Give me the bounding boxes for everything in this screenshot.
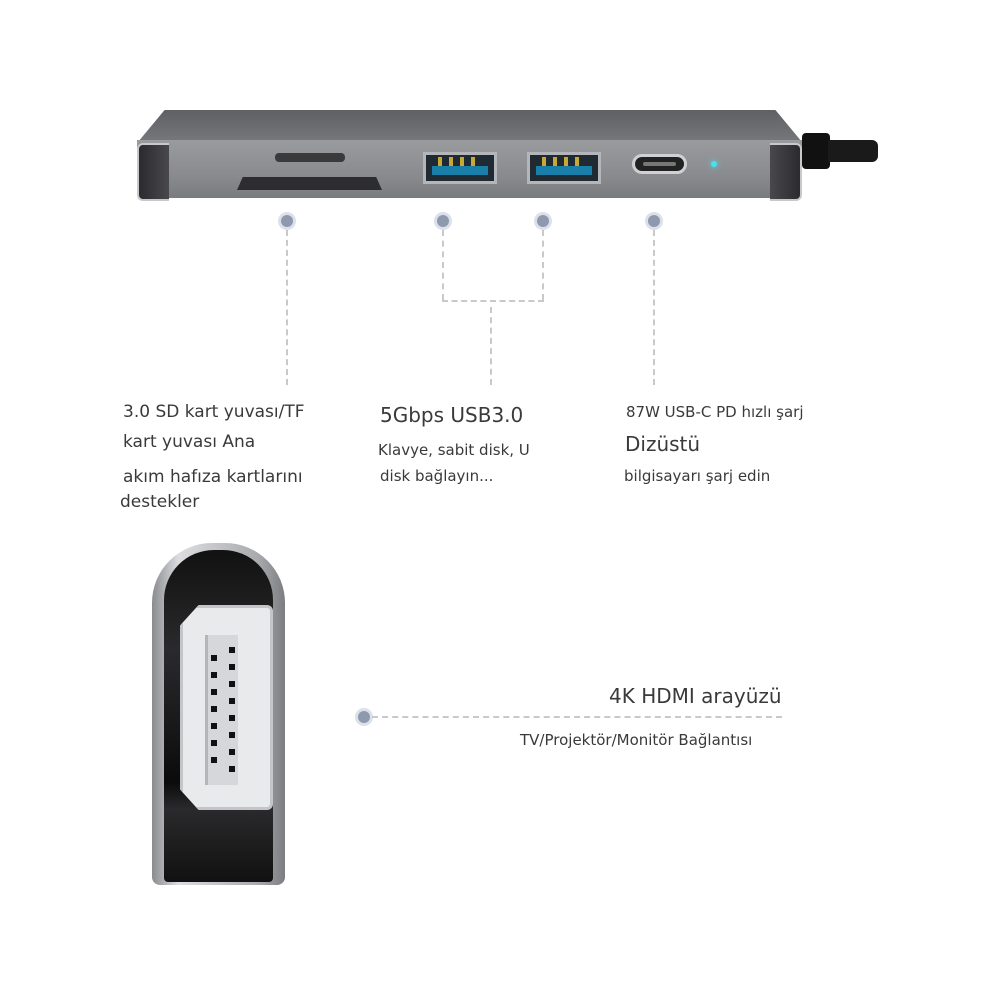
hdmi-pin xyxy=(229,732,235,738)
power-led-icon xyxy=(711,161,717,167)
pd-connector-line xyxy=(653,230,655,385)
cable-boot xyxy=(802,133,830,169)
hub-left-cap xyxy=(137,143,169,201)
card-connector-line xyxy=(286,230,288,385)
sd-card-slot xyxy=(237,177,382,190)
pd-callout-line2: bilgisayarı şarj edin xyxy=(624,467,771,485)
pd-connector-dot xyxy=(648,215,660,227)
usb-callout-line2: disk bağlayın... xyxy=(380,467,494,485)
hub-top-surface xyxy=(138,110,802,142)
pd-callout-title: 87W USB-C PD hızlı şarj xyxy=(626,403,804,421)
hdmi-pin xyxy=(229,664,235,670)
hdmi-pin xyxy=(211,723,217,729)
hdmi-pin xyxy=(229,647,235,653)
hub-right-cap xyxy=(770,143,802,201)
usb2-connector-dot xyxy=(537,215,549,227)
usb-stem-line xyxy=(490,307,492,385)
hdmi-pin xyxy=(211,740,217,746)
hdmi-pin xyxy=(229,766,235,772)
usb-port-2 xyxy=(527,152,601,184)
hdmi-pin xyxy=(211,655,217,661)
usb1-connector-line xyxy=(442,230,444,300)
hdmi-pin xyxy=(229,715,235,721)
card-connector-dot xyxy=(281,215,293,227)
hdmi-connector-dot xyxy=(358,711,370,723)
usb2-connector-line xyxy=(542,230,544,300)
usb1-connector-dot xyxy=(437,215,449,227)
hdmi-callout-title: 4K HDMI arayüzü xyxy=(609,684,782,708)
card-callout-line1: 3.0 SD kart yuvası/TF xyxy=(123,402,305,422)
hdmi-pin xyxy=(211,689,217,695)
hdmi-pin xyxy=(211,672,217,678)
hdmi-callout-subtitle: TV/Projektör/Monitör Bağlantısı xyxy=(520,731,753,749)
hdmi-pin xyxy=(229,681,235,687)
hdmi-connector-line xyxy=(372,716,782,718)
usb-callout-title: 5Gbps USB3.0 xyxy=(380,403,524,427)
usb-bracket-line xyxy=(442,300,544,302)
card-callout-line2: kart yuvası Ana xyxy=(123,432,256,452)
usb-c-port xyxy=(632,154,687,174)
hdmi-port-tongue xyxy=(205,635,238,785)
usb-port-1 xyxy=(423,152,497,184)
hdmi-pin xyxy=(229,698,235,704)
hdmi-pin xyxy=(229,749,235,755)
card-callout-line4: destekler xyxy=(120,492,200,512)
pd-callout-line1: Dizüstü xyxy=(625,432,701,456)
hdmi-pin xyxy=(211,706,217,712)
usb-callout-line1: Klavye, sabit disk, U xyxy=(378,441,530,459)
hdmi-pin xyxy=(211,757,217,763)
card-callout-line3: akım hafıza kartlarını xyxy=(123,467,303,487)
tf-card-slot xyxy=(275,153,345,162)
usb-c-cable xyxy=(828,140,878,162)
